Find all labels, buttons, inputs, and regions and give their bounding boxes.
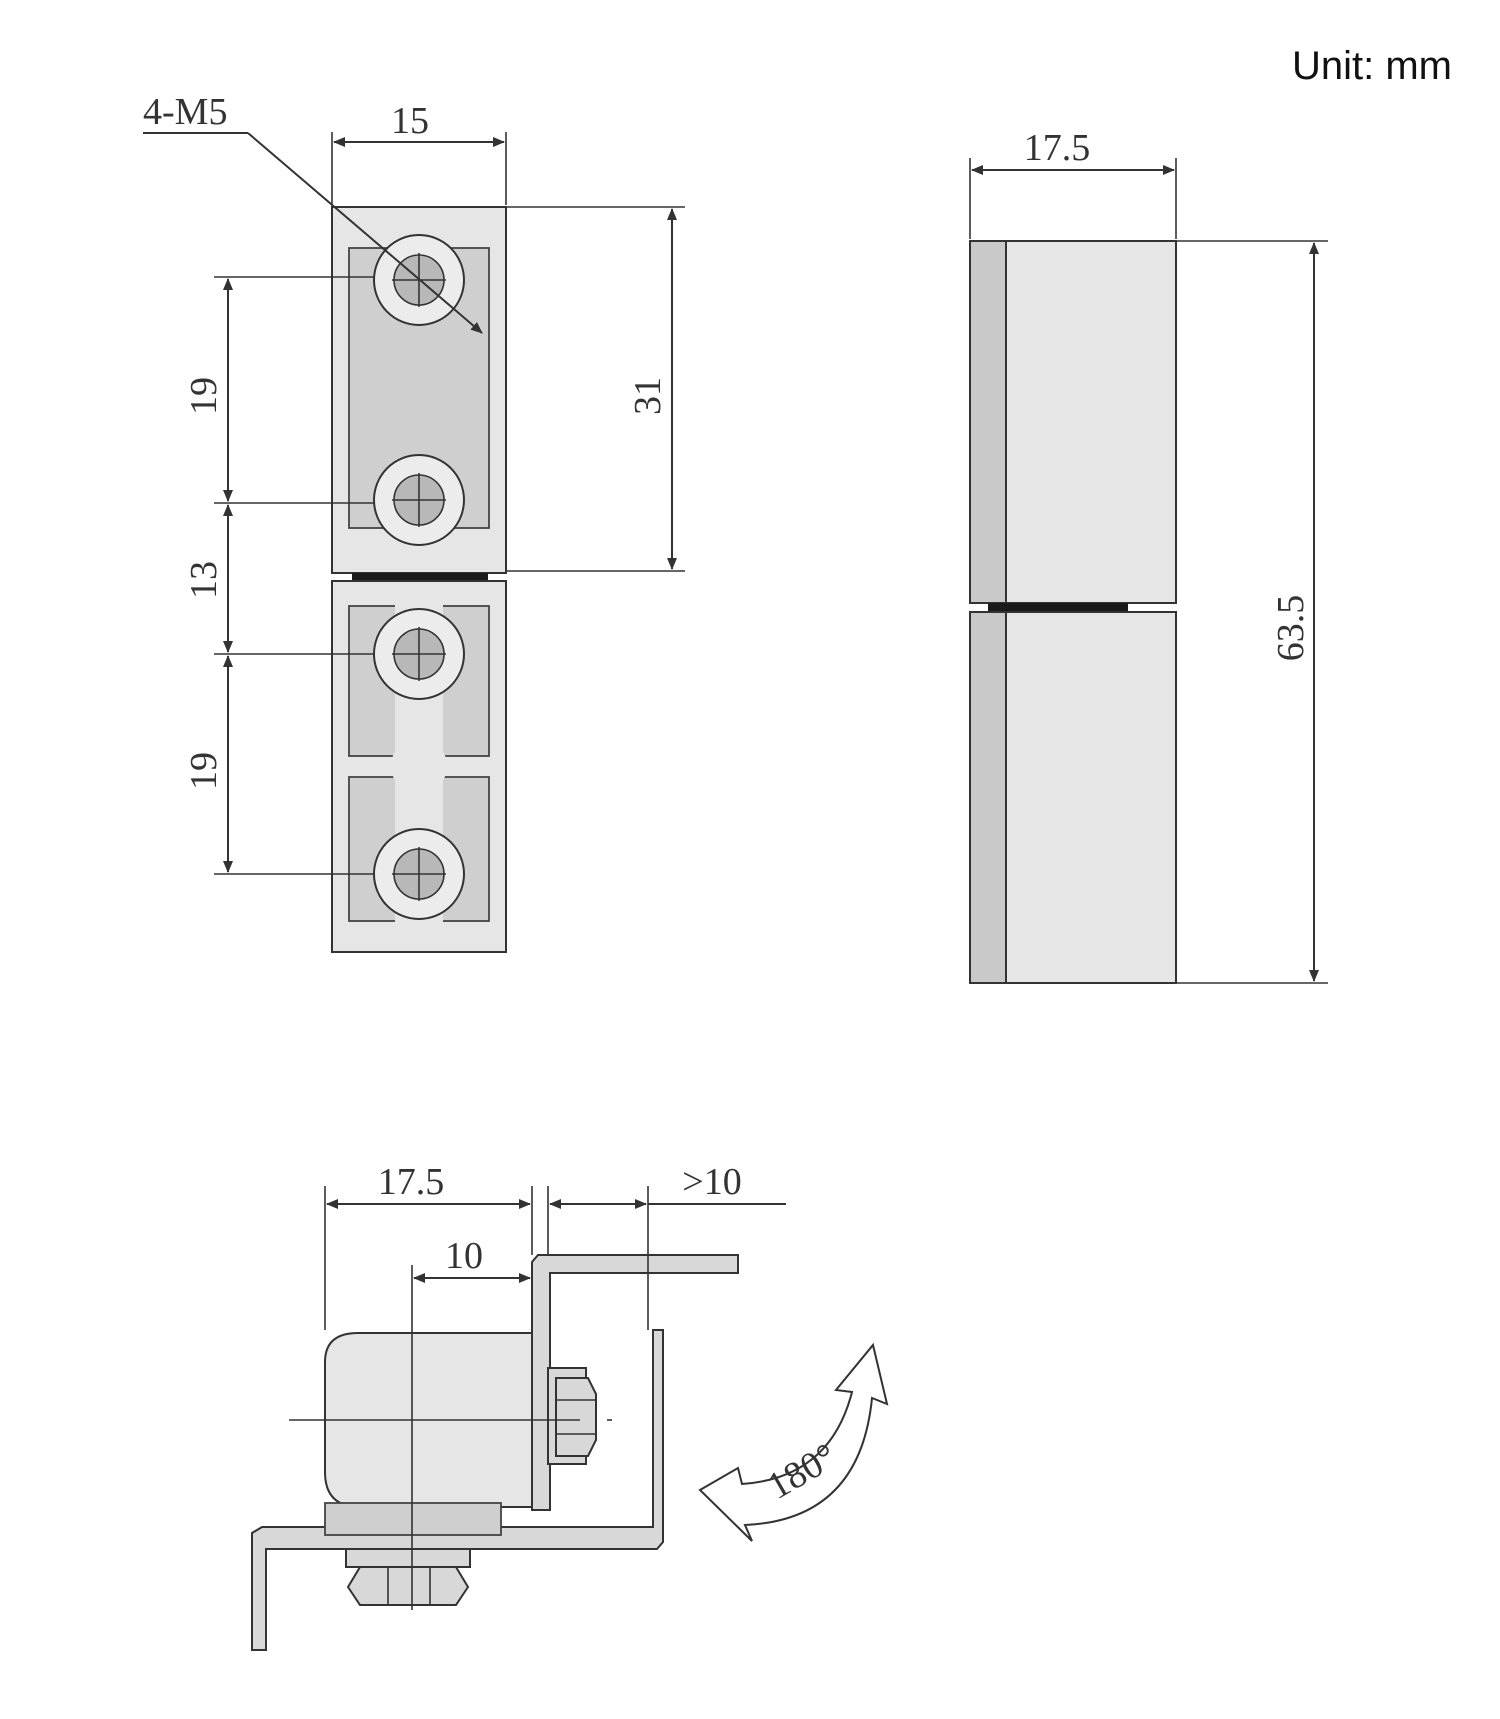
unit-label: Unit: mm: [1292, 44, 1452, 88]
dim-pitch-top-label: 19: [183, 377, 225, 415]
dim-front-width-label: 15: [391, 100, 429, 142]
side-nut: [547, 1367, 597, 1465]
hinge-gap: [352, 573, 488, 581]
side-view: 17.5 63.5: [969, 127, 1328, 984]
dim-gap-middle-label: 13: [183, 561, 225, 599]
door-panel: [531, 1254, 739, 1511]
install-view: 17.5 >10 10 180°: [251, 1161, 889, 1651]
dim-clearance-label: >10: [682, 1161, 741, 1203]
dim-offset-label: 10: [445, 1235, 483, 1277]
dim-total-height: 63.5: [1176, 240, 1328, 984]
callout-thread: 4-M5: [143, 91, 483, 334]
dim-clearance: >10: [547, 1161, 786, 1330]
dim-total-height-label: 63.5: [1270, 595, 1312, 662]
rotation-arrow: 180°: [698, 1342, 889, 1542]
dim-offset: 10: [413, 1235, 531, 1283]
dim-leaf-height-label: 31: [627, 377, 669, 415]
side-lower-knuckle: [969, 611, 1007, 984]
lower-leaf-web-node: [391, 738, 447, 794]
side-upper-knuckle: [969, 240, 1007, 604]
panel-bracket: [251, 1329, 664, 1651]
dim-side-width-label: 17.5: [1024, 127, 1091, 169]
side-upper-plate: [1005, 240, 1177, 604]
dim-front-width: 15: [331, 100, 507, 205]
front-view: 15 4-M5 31 19 13 19: [143, 91, 685, 953]
dim-hole-pitches: 19 13 19: [183, 276, 374, 875]
side-lower-plate: [1005, 611, 1177, 984]
hinge-base: [324, 1502, 502, 1536]
dim-install-depth-label: 17.5: [378, 1161, 445, 1203]
screw-hole-4: [373, 828, 465, 920]
dim-pitch-bottom-label: 19: [183, 752, 225, 790]
screw-hole-2: [373, 454, 465, 546]
dim-leaf-height: 31: [506, 206, 685, 572]
dim-install-depth: 17.5: [324, 1161, 533, 1330]
dim-side-width: 17.5: [969, 127, 1177, 239]
bottom-bolt: [345, 1548, 471, 1606]
side-gap: [988, 603, 1128, 612]
screw-hole-3: [373, 608, 465, 700]
callout-thread-label: 4-M5: [143, 91, 227, 133]
